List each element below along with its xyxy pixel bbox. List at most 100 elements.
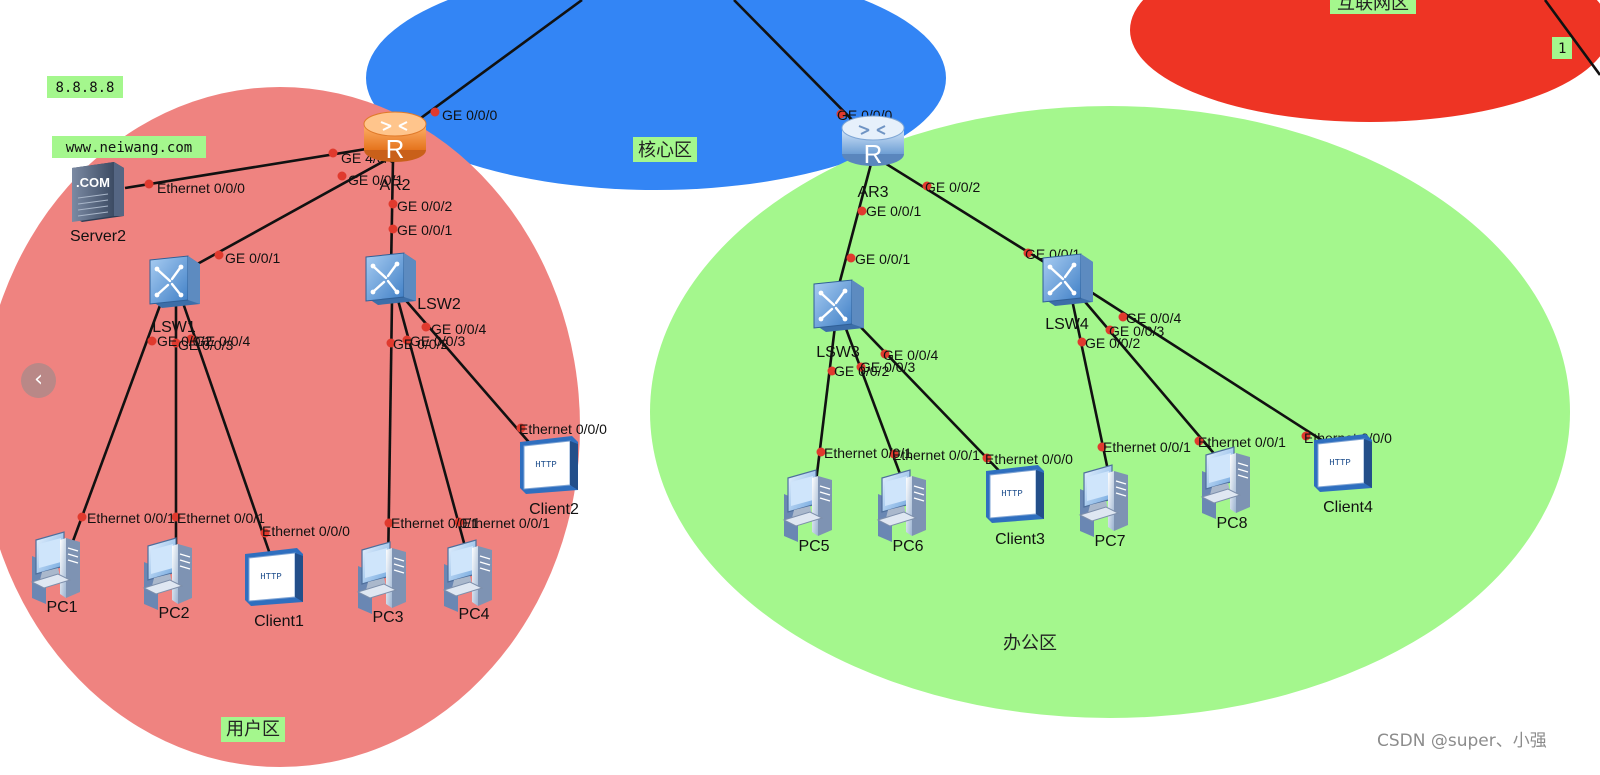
port-label-lsw1-ge003: GE 0/0/3 <box>178 337 233 353</box>
switch-lsw1[interactable]: LSW1 <box>148 254 202 336</box>
switch-lsw1-label: LSW1 <box>152 319 196 336</box>
pc2-label: PC2 <box>158 605 189 622</box>
port-label-ar2-ge002: GE 0/0/2 <box>397 198 452 214</box>
port-dot <box>1301 431 1311 441</box>
client3[interactable]: HTTP Client3 <box>985 464 1045 548</box>
port-dot <box>1194 436 1204 446</box>
domain-note: www.neiwang.com <box>52 136 206 158</box>
router-letter: R <box>864 139 883 169</box>
server2-label: Server2 <box>70 228 126 245</box>
client4-label: Client4 <box>1323 499 1373 516</box>
port-dot <box>386 338 396 348</box>
port-dot <box>889 449 899 459</box>
switch-icon <box>364 251 418 307</box>
internet-zone-area <box>1130 0 1600 122</box>
domain-note-text: www.neiwang.com <box>66 140 192 156</box>
router-ar3-label: AR3 <box>857 184 888 201</box>
link-lsw3-client3 <box>849 315 1009 481</box>
port-label-lsw2-ge004: GE 0/0/4 <box>431 321 486 337</box>
link-ar2-lsw2 <box>389 159 395 271</box>
prev-image-button[interactable]: ‹ <box>21 363 56 398</box>
pc2[interactable]: PC2 <box>143 537 193 622</box>
dns-note-text: 8.8.8.8 <box>55 80 114 96</box>
port-dots <box>77 107 1311 538</box>
port-label-server2-eth000: Ethernet 0/0/0 <box>157 180 245 196</box>
port-label-pc6-eth001: Ethernet 0/0/1 <box>892 447 980 463</box>
pc5[interactable]: PC5 <box>783 469 833 555</box>
switch-lsw4-label: LSW4 <box>1045 316 1089 333</box>
client2-label: Client2 <box>529 501 579 518</box>
port-dot <box>328 148 338 158</box>
router-ar3[interactable]: R AR3 <box>841 115 905 201</box>
port-dot <box>77 512 87 522</box>
switch-icon <box>1041 252 1095 308</box>
internet-zone-text: 互联网区 <box>1337 0 1409 14</box>
pc3[interactable]: PC3 <box>357 541 407 626</box>
port-dot <box>1097 442 1107 452</box>
client2[interactable]: HTTP Client2 <box>519 435 579 518</box>
link-ar3-lsw3 <box>833 159 874 301</box>
port-label-lsw2-ge001: GE 0/0/1 <box>397 222 452 238</box>
port-label-ar2-ge001: GE 0/0/1 <box>348 172 403 188</box>
port-label-ar2-ge000: GE 0/0/0 <box>442 107 497 123</box>
switch-lsw2[interactable]: LSW2 <box>364 251 461 313</box>
port-dot <box>1023 248 1033 258</box>
router-arrows-icon <box>858 125 886 135</box>
http-text: HTTP <box>535 460 557 470</box>
port-label-pc5-eth001: Ethernet 0/0/1 <box>824 445 912 461</box>
office-zone-text: 办公区 <box>1003 633 1057 654</box>
port-dot <box>337 171 347 181</box>
link-lsw3-pc5 <box>813 317 838 491</box>
link-ar2-core <box>394 0 583 139</box>
user-zone-text: 用户区 <box>226 719 280 740</box>
port-dot <box>922 181 932 191</box>
pc4[interactable]: PC4 <box>443 539 493 623</box>
port-dot <box>857 206 867 216</box>
port-dot <box>816 447 826 457</box>
port-label-client2-eth000: Ethernet 0/0/0 <box>519 421 607 437</box>
core-zone-label: 核心区 <box>633 137 697 162</box>
http-text: HTTP <box>1329 458 1351 468</box>
port-dot <box>827 366 837 376</box>
client3-label: Client3 <box>995 531 1045 548</box>
client4[interactable]: HTTP Client4 <box>1313 433 1373 516</box>
router-letter: R <box>386 134 405 164</box>
port-dot <box>388 199 398 209</box>
router-ar2[interactable]: R AR2 <box>363 111 427 194</box>
pc8[interactable]: PC8 <box>1201 446 1251 532</box>
pc8-label: PC8 <box>1216 515 1247 532</box>
http-text: HTTP <box>1001 489 1023 499</box>
port-label-pc4-eth001: Ethernet 0/0/1 <box>462 515 550 531</box>
server2[interactable]: .COM Server2 <box>70 162 126 245</box>
client1[interactable]: HTTP Client1 <box>244 547 304 630</box>
port-dot <box>171 512 181 522</box>
port-label-lsw2-ge003: GE 0/0/3 <box>410 333 465 349</box>
port-label-ar3-ge001: GE 0/0/1 <box>866 203 921 219</box>
link-lsw1-client1 <box>180 299 274 561</box>
pc6[interactable]: PC6 <box>877 469 927 555</box>
pc3-label: PC3 <box>372 609 403 626</box>
port-dot <box>454 517 464 527</box>
port-dot <box>147 336 157 346</box>
switch-lsw3[interactable]: LSW3 <box>812 278 866 361</box>
link-lsw3-pc6 <box>840 317 908 491</box>
port-label-client3-eth000: Ethernet 0/0/0 <box>985 451 1073 467</box>
port-dot <box>260 528 270 538</box>
port-label-pc1-eth001: Ethernet 0/0/1 <box>87 510 175 526</box>
router-ar2-label: AR2 <box>379 177 410 194</box>
port-dot <box>388 224 398 234</box>
port-dot <box>402 335 412 345</box>
port-label-lsw3-ge001: GE 0/0/1 <box>855 251 910 267</box>
port-label-pc8-eth001: Ethernet 0/0/1 <box>1198 434 1286 450</box>
port-dot <box>214 250 224 260</box>
port-label-lsw1-ge001: GE 0/0/1 <box>225 250 280 266</box>
switch-icon <box>812 278 866 334</box>
switch-lsw4[interactable]: LSW4 <box>1041 252 1095 333</box>
chevron-left-icon: ‹ <box>34 367 43 392</box>
pc7[interactable]: PC7 <box>1079 464 1129 550</box>
pc4-label: PC4 <box>458 606 489 623</box>
port-dot <box>982 453 992 463</box>
switch-icon <box>148 254 202 310</box>
pc1[interactable]: PC1 <box>31 531 81 616</box>
